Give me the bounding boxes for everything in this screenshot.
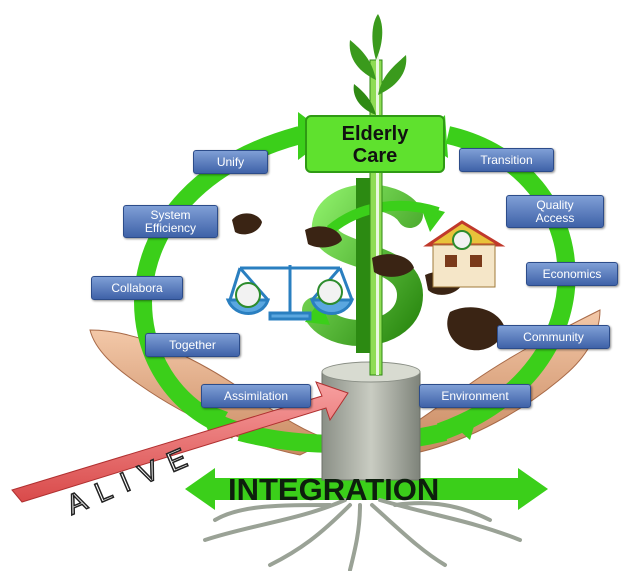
node-environment: Environment — [419, 384, 531, 408]
node-quality-access: Quality Access — [506, 195, 604, 228]
tree-stump-icon — [321, 361, 421, 481]
house-icon — [423, 220, 506, 288]
node-together: Together — [145, 333, 240, 357]
node-economics: Economics — [526, 262, 618, 286]
node-unify: Unify — [193, 150, 268, 174]
node-collabora: Collabora — [91, 276, 183, 300]
integration-label: INTEGRATION — [228, 472, 440, 507]
node-community: Community — [497, 325, 610, 349]
center-title: Elderly Care — [305, 115, 445, 173]
node-system-efficiency: System Efficiency — [123, 205, 218, 238]
roots-icon — [203, 498, 522, 571]
integration-arrow — [185, 468, 548, 510]
node-assimilation: Assimilation — [201, 384, 311, 408]
seal-icon — [235, 279, 343, 308]
alive-arrow — [11, 381, 349, 503]
node-transition: Transition — [459, 148, 554, 172]
